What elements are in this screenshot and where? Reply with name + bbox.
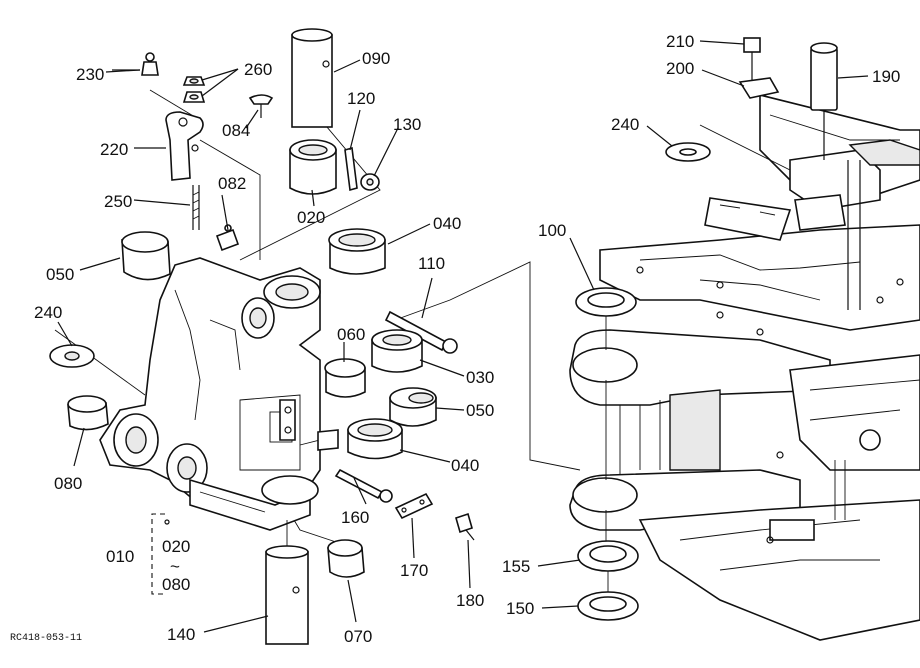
label-170: 170 <box>400 561 428 580</box>
label-010: 010 <box>106 547 134 566</box>
label-020-upper: 020 <box>297 208 325 227</box>
guide-lines <box>54 89 791 546</box>
label-240-right: 240 <box>611 115 639 134</box>
label-200: 200 <box>666 59 694 78</box>
label-082: 082 <box>218 174 246 193</box>
label-240-left: 240 <box>34 303 62 322</box>
label-220: 220 <box>100 140 128 159</box>
label-155: 155 <box>502 557 530 576</box>
label-050-right: 050 <box>466 401 494 420</box>
label-110: 110 <box>418 254 445 273</box>
part-labels: 230 260 090 120 130 084 220 082 250 020 … <box>10 32 900 646</box>
label-050-left: 050 <box>46 265 74 284</box>
label-180: 180 <box>456 591 484 610</box>
label-190: 190 <box>872 67 900 86</box>
label-084: 084 <box>222 121 250 140</box>
label-150: 150 <box>506 599 534 618</box>
right-parts <box>575 37 838 621</box>
label-080-range-end: 080 <box>162 575 190 594</box>
label-040-upper: 040 <box>433 214 461 233</box>
label-120: 120 <box>347 89 375 108</box>
label-040-lower: 040 <box>451 456 479 475</box>
left-parts <box>49 28 475 645</box>
label-230: 230 <box>76 65 104 84</box>
label-160: 160 <box>341 508 369 527</box>
label-140: 140 <box>167 625 195 644</box>
label-100: 100 <box>538 221 566 240</box>
label-070: 070 <box>344 627 372 646</box>
label-030: 030 <box>466 368 494 387</box>
label-080: 080 <box>54 474 82 493</box>
label-260: 260 <box>244 60 272 79</box>
label-090: 090 <box>362 49 390 68</box>
main-frame <box>569 93 920 641</box>
label-range-tilde: ~ <box>170 557 180 576</box>
label-020-range-start: 020 <box>162 537 190 556</box>
label-250: 250 <box>104 192 132 211</box>
swing-bracket <box>99 257 339 531</box>
drawing-code: RC418-053-11 <box>10 633 82 644</box>
label-060: 060 <box>337 325 365 344</box>
label-130: 130 <box>393 115 421 134</box>
leader-lines <box>57 40 869 633</box>
label-210: 210 <box>666 32 694 51</box>
